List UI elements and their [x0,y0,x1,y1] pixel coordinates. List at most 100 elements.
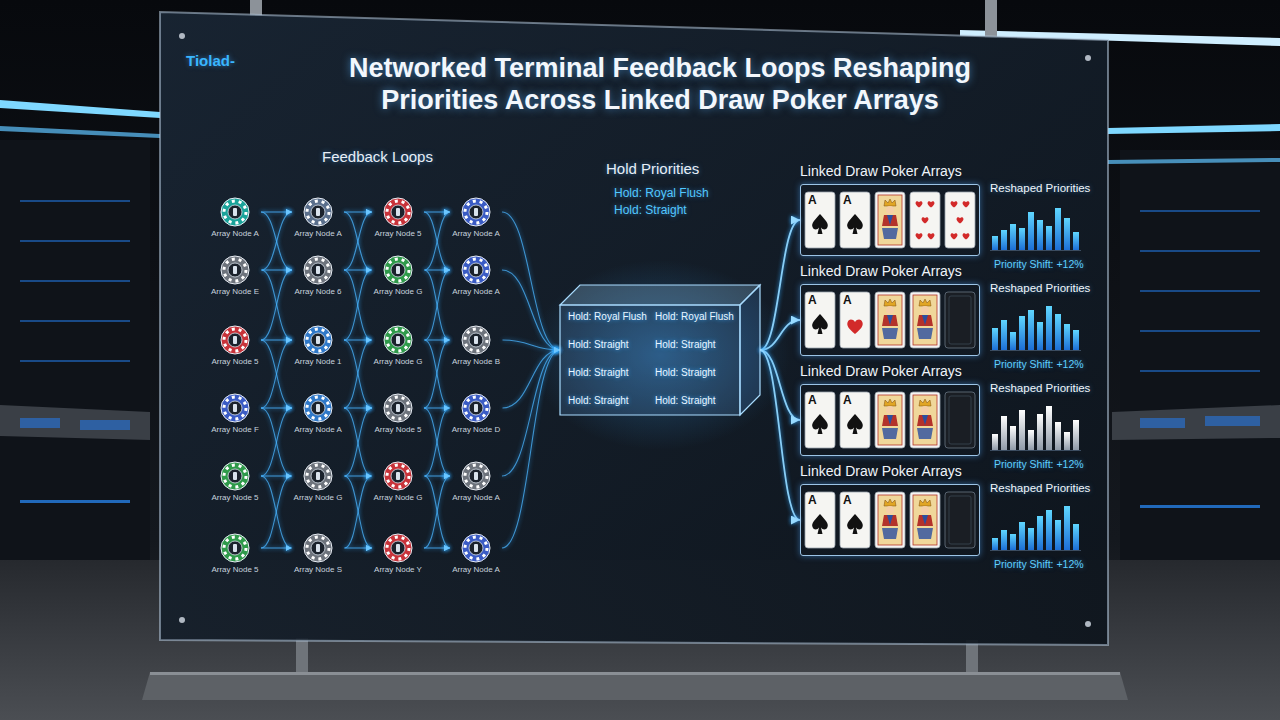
card-rank: A [843,293,852,307]
connector [261,339,292,340]
chip-body [221,534,249,562]
chip-body [304,534,332,562]
poker-chip [220,533,250,563]
cube-top [560,285,760,305]
playing-card [945,392,975,448]
connector [262,270,293,340]
light-strip [1108,158,1280,164]
rack-led [1140,330,1260,332]
chart-bar [1010,534,1016,550]
node-label: Array Node A [292,425,344,435]
stand-base [142,672,1128,700]
logo-text: Tiolad- [186,52,235,70]
rack-led [20,360,130,362]
node-label: Array Node Y [372,565,424,575]
node-label: Array Node 1 [292,357,344,367]
card-rank: A [843,493,852,507]
stand-pole [985,0,997,38]
node-label: Array Node A [292,229,344,239]
chip-center [228,401,242,415]
shift-value: Priority Shift: +12% [994,458,1084,471]
chip-node: Array Node 5 [209,533,261,575]
chip-body [304,256,332,284]
poker-chip [303,533,333,563]
chip-mark [474,336,478,344]
bar-chart [992,306,1079,350]
panel-bolt [1085,621,1091,627]
poker-chip [461,533,491,563]
chip-body [462,534,490,562]
node-label: Array Node E [209,287,262,297]
chip-mark [316,404,320,412]
cube-glow [530,260,790,450]
rack-led [20,320,130,322]
connector [261,547,292,548]
chart-bar [992,328,998,350]
connector [425,340,450,408]
glass-panel [160,12,1108,645]
node-label: Array Node A [450,493,502,503]
node-label: Array Node B [450,357,503,367]
playing-card [840,192,870,248]
connector [425,475,451,476]
chip-node: Array Node G [372,461,425,503]
light-strip [0,126,160,138]
chip-node: Array Node G [372,325,425,367]
connector [425,269,451,270]
stand-pole [250,0,262,16]
chart-bar [1046,306,1052,350]
chip-ring [307,259,329,281]
playing-card [840,292,870,348]
chip-node: Array Node G [292,461,345,503]
chip-ring [465,259,487,281]
hold-entry: Hold: Straight [568,367,647,379]
chart-heading: Reshaped Priorities [990,482,1090,496]
poker-chip [461,393,491,423]
chart-bar [1010,224,1016,250]
chip-ring [387,537,409,559]
connector [261,476,292,548]
node-label: Array Node G [372,287,425,297]
connector [261,408,292,476]
chip-body [221,326,249,354]
playing-card [805,192,835,248]
chip-node: Array Node A [450,255,502,297]
chip-ring [224,537,246,559]
chip-mark [316,266,320,274]
node-label: Array Node 5 [372,425,424,435]
shift-value: Priority Shift: +12% [994,258,1084,271]
chart-bar [1073,330,1079,350]
panel-heading: Linked Draw Poker Arrays [800,262,982,284]
chart-bar [1037,516,1043,550]
node-label: Array Node 6 [292,287,344,297]
chip-body [384,256,412,284]
chip-body [384,462,412,490]
chip-mark [233,404,237,412]
connector [344,212,372,270]
poker-chip [383,325,413,355]
card-rank: A [808,193,817,207]
console-screen [1140,418,1185,428]
connector [424,476,450,548]
chip-body [221,394,249,422]
chip-center [469,263,483,277]
priority-item: Hold: Straight [614,203,687,217]
connector [261,212,292,270]
chip-center [391,469,405,483]
server-rack [1120,150,1280,560]
chip-center [469,333,483,347]
connector [760,220,800,350]
chip-center [228,263,242,277]
cube-side [740,285,760,415]
chip-mark [396,208,400,216]
console-screen [20,418,60,428]
connector [344,408,372,476]
card-rank: A [843,393,852,407]
chart-bar [1019,522,1025,550]
chip-body [221,256,249,284]
connector [424,408,450,476]
connector [502,212,560,350]
section-heading: Feedback Loops [322,148,433,166]
